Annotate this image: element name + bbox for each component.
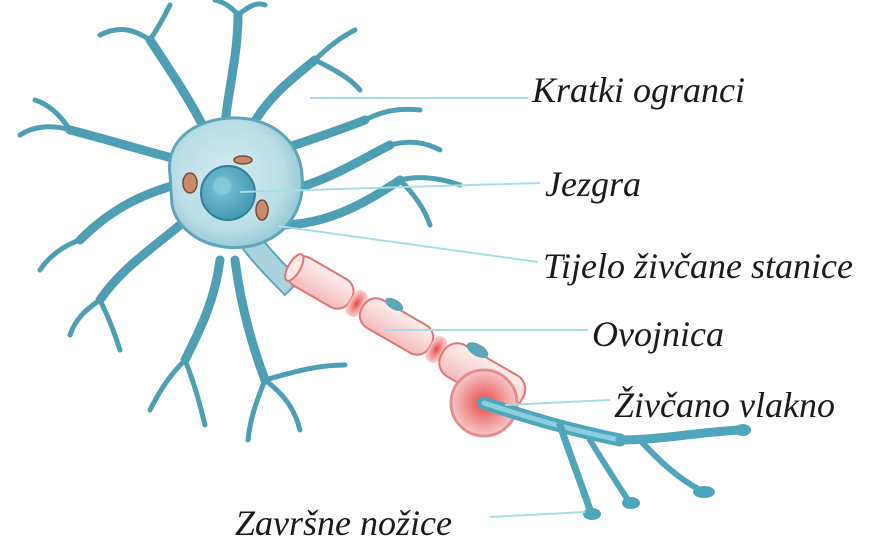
label-zavrsne-nozice: Završne nožice [235, 505, 452, 541]
label-tijelo-zivcane-stanice: Tijelo živčane stanice [543, 248, 853, 284]
label-jezgra: Jezgra [545, 166, 641, 202]
nucleolus [213, 177, 231, 195]
leader-line-zavrsne-nozice [490, 512, 585, 517]
label-ovojnica: Ovojnica [592, 316, 724, 352]
nucleus [201, 166, 255, 220]
label-zivcano-vlakno: Živčano vlakno [614, 387, 835, 423]
leader-line-tijelo [278, 226, 538, 262]
label-kratki-ogranci: Kratki ogranci [532, 72, 745, 108]
